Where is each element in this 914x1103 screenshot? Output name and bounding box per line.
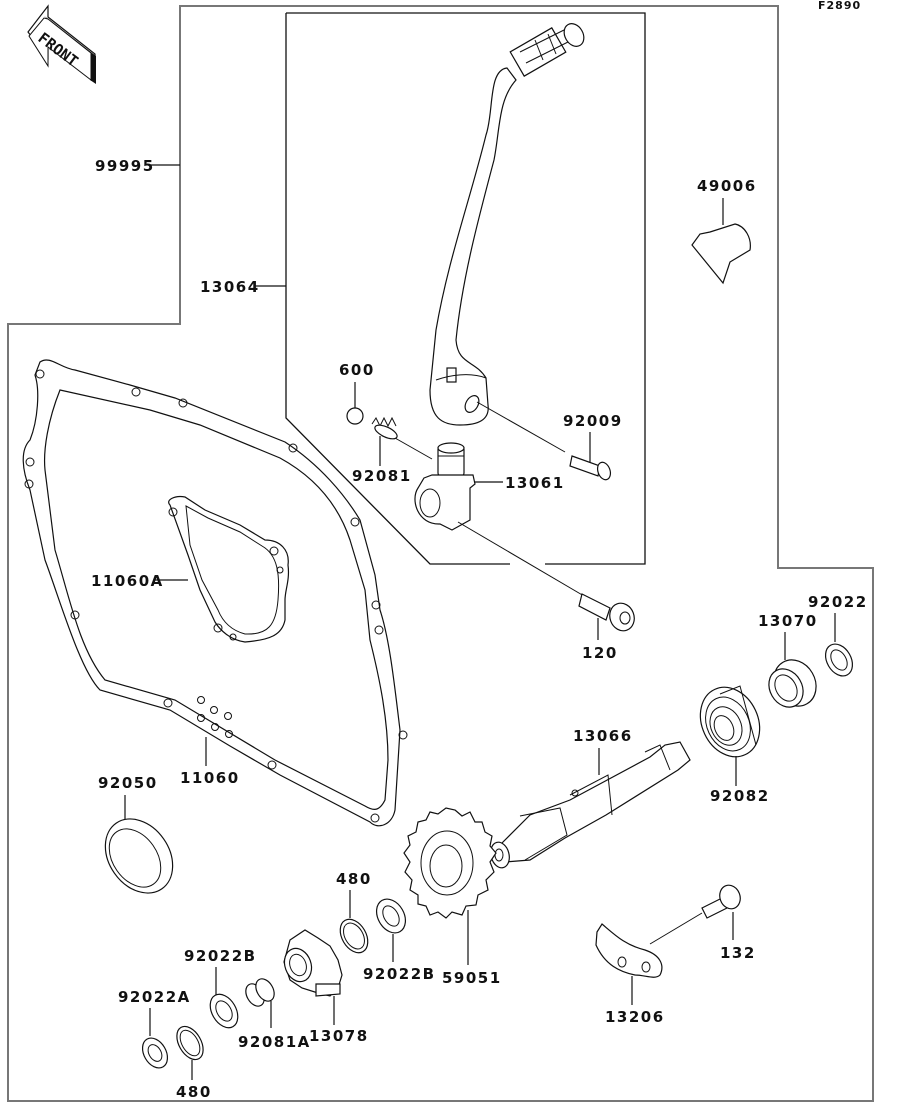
callout-13061[interactable]: 13061 bbox=[505, 474, 565, 492]
callout-49006[interactable]: 49006 bbox=[697, 177, 757, 195]
guide-plate bbox=[595, 923, 663, 978]
callout-59051[interactable]: 59051 bbox=[442, 969, 502, 987]
figure-id: F2890 bbox=[818, 0, 861, 12]
callout-480-lower[interactable]: 480 bbox=[176, 1083, 212, 1101]
rubber-cover bbox=[691, 223, 751, 285]
callout-92022A[interactable]: 92022A bbox=[118, 988, 191, 1006]
callout-120[interactable]: 120 bbox=[582, 644, 618, 662]
callout-11060[interactable]: 11060 bbox=[180, 769, 240, 787]
washer-92022b-left bbox=[209, 993, 239, 1029]
inner-gasket bbox=[168, 495, 290, 643]
circlip-lower bbox=[176, 1025, 204, 1061]
kick-shaft bbox=[490, 741, 691, 869]
callout-99995[interactable]: 99995 bbox=[95, 157, 155, 175]
washer-92022b-right bbox=[375, 898, 407, 934]
callout-11060A[interactable]: 11060A bbox=[91, 572, 164, 590]
ratchet-spring bbox=[245, 978, 275, 1007]
front-arrow-icon: FRONT bbox=[27, 4, 96, 84]
callout-92082[interactable]: 92082 bbox=[710, 787, 770, 805]
callout-132[interactable]: 132 bbox=[720, 944, 756, 962]
pinch-bolt bbox=[578, 593, 635, 632]
pedal-bolt bbox=[569, 455, 612, 481]
callout-13066[interactable]: 13066 bbox=[573, 727, 633, 745]
kick-pedal-lever bbox=[429, 23, 585, 426]
callout-13078[interactable]: 13078 bbox=[309, 1027, 369, 1045]
callout-92022[interactable]: 92022 bbox=[808, 593, 868, 611]
detent-spring bbox=[371, 416, 398, 440]
washer-92022a bbox=[141, 1037, 169, 1069]
steel-ball bbox=[346, 407, 364, 425]
assembly-frame bbox=[7, 5, 874, 1102]
callout-92022B-left[interactable]: 92022B bbox=[184, 947, 257, 965]
kick-pedal-boss bbox=[414, 442, 476, 531]
kick-spring bbox=[699, 685, 761, 758]
callout-480-upper[interactable]: 480 bbox=[336, 870, 372, 888]
callout-13206[interactable]: 13206 bbox=[605, 1008, 665, 1026]
callout-92081[interactable]: 92081 bbox=[352, 467, 412, 485]
kick-pedal-frame bbox=[286, 12, 646, 565]
callout-13064[interactable]: 13064 bbox=[200, 278, 260, 296]
kick-gear bbox=[403, 807, 497, 919]
callout-92022B-right[interactable]: 92022B bbox=[363, 965, 436, 983]
circlip-upper bbox=[339, 918, 369, 954]
ratchet bbox=[283, 929, 343, 997]
callout-600[interactable]: 600 bbox=[339, 361, 375, 379]
callout-13070[interactable]: 13070 bbox=[758, 612, 818, 630]
washer-92022 bbox=[824, 643, 854, 677]
callout-92081A[interactable]: 92081A bbox=[238, 1033, 311, 1051]
flange-bolt bbox=[701, 884, 741, 919]
callout-92009[interactable]: 92009 bbox=[563, 412, 623, 430]
callout-92050[interactable]: 92050 bbox=[98, 774, 158, 792]
oil-seal bbox=[104, 818, 174, 894]
spring-guide bbox=[768, 659, 817, 708]
